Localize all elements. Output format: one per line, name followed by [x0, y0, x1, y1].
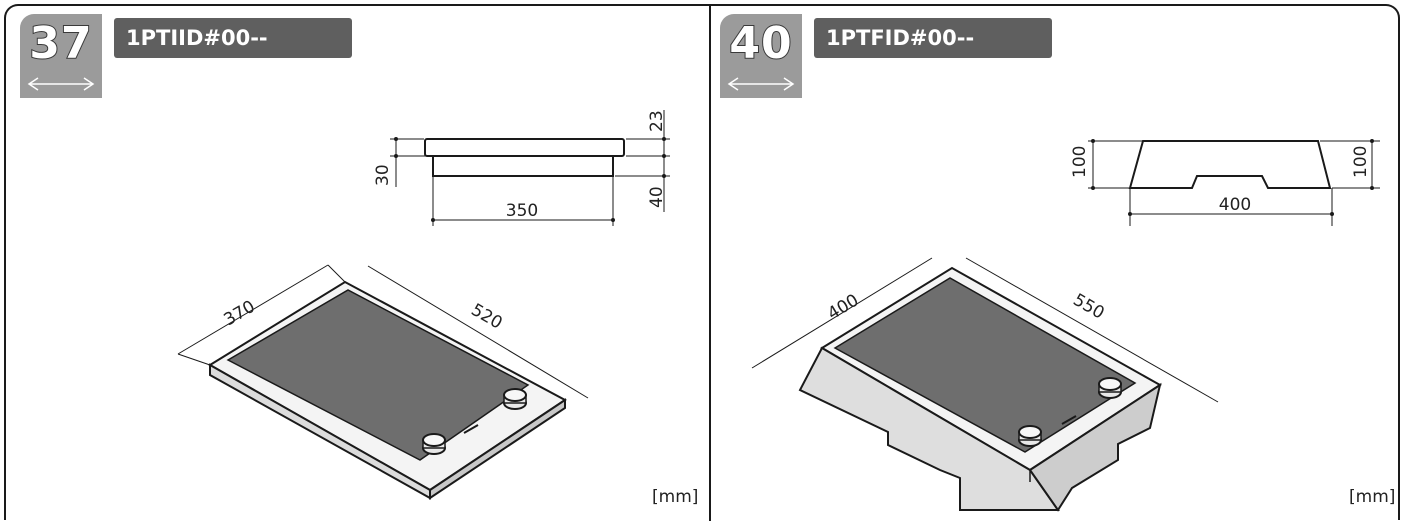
model-label-panel-1: 1PTIID#00--	[114, 18, 352, 58]
iso-cooktop-panel-2	[798, 266, 1162, 512]
dim-iso-length: 550	[1070, 290, 1108, 324]
iso-dimension-lines-panel-2	[751, 257, 1219, 403]
dim-width: 400	[1219, 195, 1251, 215]
model-label-panel-2: 1PTFID#00--	[814, 18, 1052, 58]
dim-top-height: 23	[647, 110, 667, 132]
dim-width: 350	[506, 201, 538, 221]
dim-left-height: 100	[1070, 146, 1090, 178]
side-view-panel-2	[1088, 139, 1380, 226]
panel-divider	[709, 4, 711, 521]
iso-dimension-lines-panel-1	[177, 264, 589, 399]
dim-right-height: 100	[1351, 146, 1371, 178]
iso-cooktop-panel-1	[208, 280, 567, 500]
dim-iso-depth: 400	[824, 290, 862, 324]
double-arrow-icon	[27, 77, 95, 91]
double-arrow-icon	[727, 77, 795, 91]
outer-frame	[4, 4, 1400, 520]
dim-total-height: 30	[373, 164, 393, 186]
badge-number: 37	[28, 17, 93, 70]
side-view-panel-1	[390, 110, 670, 226]
dim-iso-length: 520	[468, 300, 506, 334]
badge-panel-2: 40	[720, 14, 802, 98]
dim-lower-height: 40	[647, 186, 667, 208]
badge-panel-1: 37	[20, 14, 102, 98]
unit-label-panel-2: [mm]	[1349, 487, 1396, 507]
badge-number: 40	[728, 17, 793, 70]
unit-label-panel-1: [mm]	[652, 487, 699, 507]
